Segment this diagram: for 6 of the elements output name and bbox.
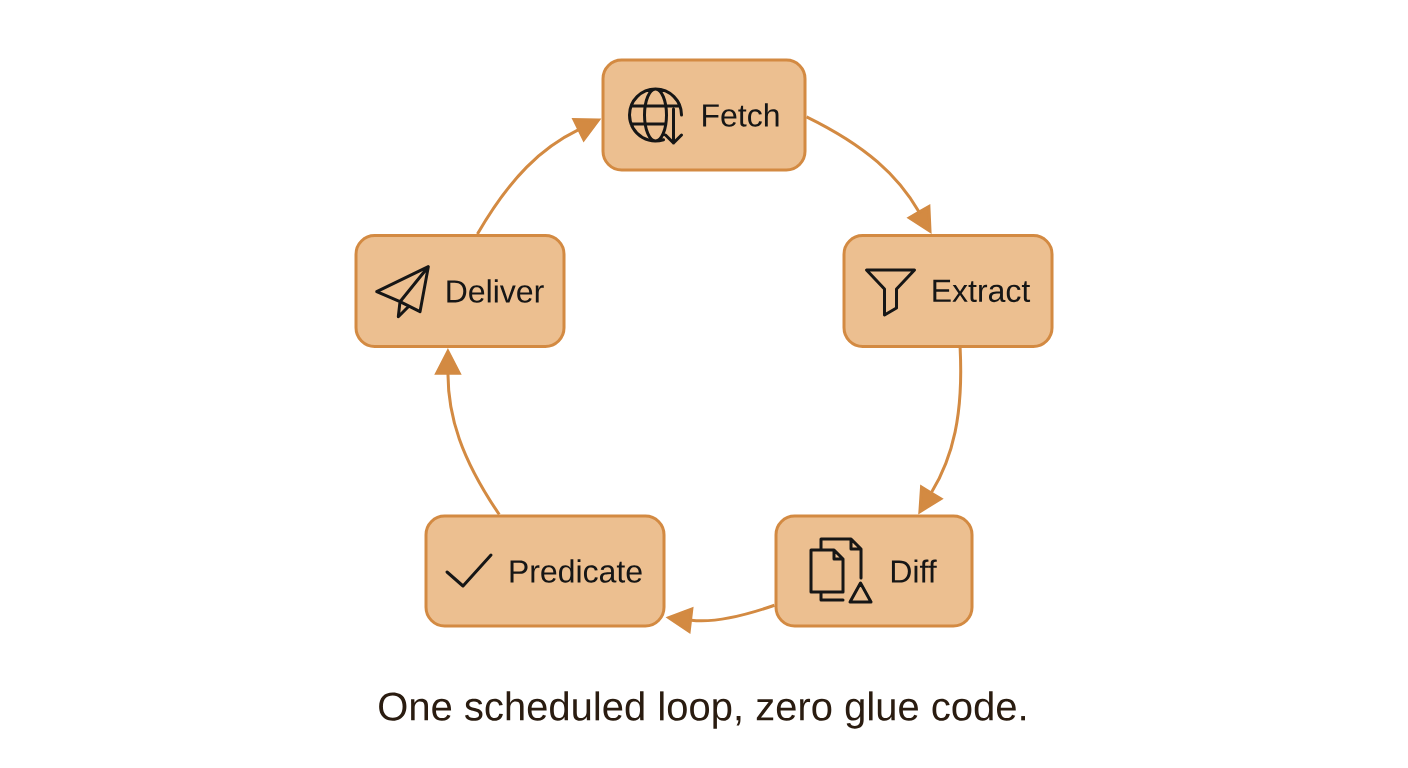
process-box: Predicate [424,514,666,628]
process-box: Deliver [354,234,566,348]
process-box: Diff [774,514,974,628]
caption: One scheduled loop, zero glue code. [379,691,1025,729]
process-box: Extract [842,234,1054,348]
process-box: Fetch [601,58,807,172]
